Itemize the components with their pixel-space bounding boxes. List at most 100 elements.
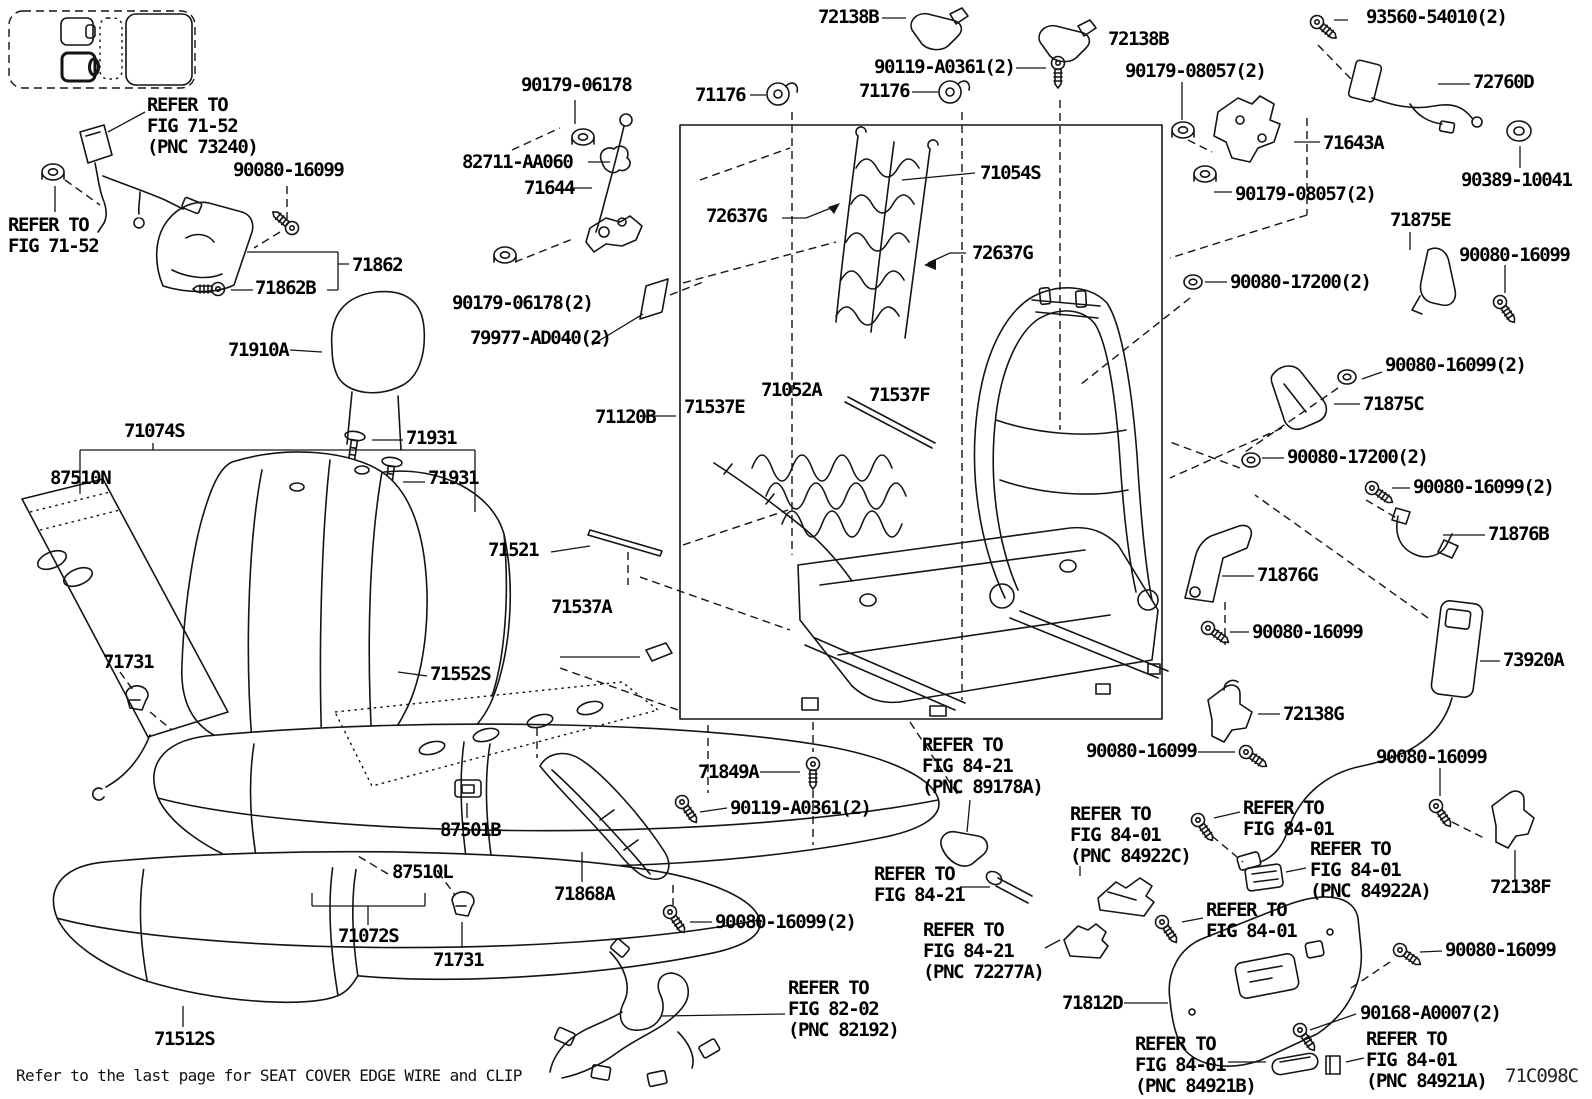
assembly-box — [680, 125, 1162, 719]
part-71731-b: 71731 — [433, 949, 485, 971]
part-71537A: 71537A — [551, 596, 613, 618]
part-71054S: 71054S — [980, 162, 1042, 184]
refer-fig8421-72277A: REFER TO FIG 84-21 (PNC 72277A) — [923, 919, 1045, 983]
refer-fig8401-b: REFER TO FIG 84-01 — [1206, 899, 1298, 942]
small-parts-bottom-right — [941, 810, 1426, 1076]
refer-fig8401-84921A: REFER TO FIG 84-01 (PNC 84921A) — [1366, 1028, 1488, 1092]
part-71868A: 71868A — [554, 883, 616, 905]
part-72760D: 72760D — [1473, 71, 1535, 93]
refer-fig8401-84921B: REFER TO FIG 84-01 (PNC 84921B) — [1135, 1033, 1257, 1097]
part-71849A: 71849A — [698, 761, 760, 783]
part-72637G-a: 72637G — [706, 205, 768, 227]
part-71644: 71644 — [524, 177, 576, 199]
clip-71731b-drawing — [452, 892, 474, 916]
refer-fig8421: REFER TO FIG 84-21 — [874, 863, 966, 906]
part-71910A: 71910A — [228, 339, 290, 361]
part-90179-06178: 90179-06178 — [521, 74, 633, 96]
refer-fig8421-89178A: REFER TO FIG 84-21 (PNC 89178A) — [922, 734, 1044, 798]
part-90179-08057-b: 90179-08057(2) — [1235, 183, 1377, 205]
bracket-72138G-drawing — [1208, 680, 1252, 742]
cover-71875C-drawing — [1271, 366, 1326, 429]
bracket-84922C-drawing — [1098, 878, 1154, 916]
part-90080-17200-b: 90080-17200(2) — [1287, 446, 1429, 468]
part-71052A: 71052A — [761, 379, 823, 401]
figure-code: 71C098C — [1505, 1065, 1579, 1087]
rod-71521-drawing — [588, 530, 662, 556]
part-71537F: 71537F — [869, 384, 931, 406]
bracket-72277A-drawing — [1064, 924, 1108, 958]
seatback-spring-drawing — [836, 127, 938, 338]
knob-84921B-drawing — [1271, 1052, 1319, 1076]
cover-71875E-drawing — [1412, 248, 1455, 314]
recliner-cable-drawing — [493, 114, 668, 319]
part-90080-16099-d: 90080-16099 — [1086, 740, 1198, 762]
cushion-shield-drawing — [540, 754, 669, 880]
part-71072S: 71072S — [338, 925, 400, 947]
part-71074S: 71074S — [124, 420, 186, 442]
part-90080-16099-c: 90080-16099 — [1252, 621, 1364, 643]
part-71537E: 71537E — [684, 396, 746, 418]
part-90179-06178-2: 90179-06178(2) — [452, 292, 594, 314]
part-79977-AD040-2: 79977-AD040(2) — [470, 327, 612, 349]
refer-fig8202-82192: REFER TO FIG 82-02 (PNC 82192) — [788, 977, 900, 1041]
buckle-switch-drawing — [941, 832, 987, 866]
construction-lines — [65, 45, 1484, 990]
clip-71537A-drawing — [646, 643, 672, 661]
footer-note: Refer to the last page for SEAT COVER ED… — [16, 1066, 522, 1085]
part-87501B: 87501B — [440, 819, 502, 841]
small-parts-right — [1185, 366, 1534, 871]
part-71931-a: 71931 — [406, 427, 458, 449]
clip-84921A-drawing — [1326, 1056, 1340, 1074]
refer-fig7152: REFER TO FIG 71-52 — [8, 214, 100, 257]
part-90080-16099-2b: 90080-16099(2) — [1413, 476, 1555, 498]
switch-84922A-drawing — [1245, 864, 1284, 892]
seat-cushion-lower-drawing — [54, 852, 761, 1003]
refer-fig8401-a: REFER TO FIG 84-01 — [1243, 797, 1335, 840]
part-71176-b: 71176 — [859, 80, 911, 102]
part-71552S: 71552S — [430, 663, 492, 685]
recliner-cover-drawing — [157, 202, 302, 297]
small-parts-top — [767, 8, 1531, 328]
part-72138B-a: 72138B — [818, 6, 880, 28]
part-71176-a: 71176 — [695, 84, 747, 106]
part-71643A: 71643A — [1323, 132, 1385, 154]
part-93560-54010-2: 93560-54010(2) — [1366, 6, 1508, 28]
seatback-heater-drawing — [22, 479, 228, 800]
refer-fig7152-pnc73240: REFER TO FIG 71-52 (PNC 73240) — [147, 94, 259, 158]
cushion-frame-drawing — [798, 528, 1168, 716]
clip-71731a-drawing — [126, 686, 148, 710]
part-90080-16099-a: 90080-16099 — [233, 159, 345, 181]
vehicle-plan-inset — [9, 11, 195, 88]
cushion-heater-drawing — [335, 682, 658, 797]
part-71862B: 71862B — [255, 277, 317, 299]
part-71931-b: 71931 — [428, 467, 480, 489]
headrest-drawing — [332, 292, 425, 494]
part-90168-A0007-2: 90168-A0007(2) — [1360, 1002, 1502, 1024]
lever-71876G-drawing — [1185, 525, 1251, 602]
part-71875E: 71875E — [1390, 209, 1452, 231]
part-90080-16099-f: 90080-16099 — [1445, 939, 1557, 961]
part-90080-17200-a: 90080-17200(2) — [1230, 271, 1372, 293]
part-90080-16099-b: 90080-16099 — [1459, 244, 1571, 266]
seat-cushion-upper-drawing — [154, 724, 939, 891]
seatback-frame-drawing — [974, 288, 1158, 610]
refer-fig8401-84922A: REFER TO FIG 84-01 (PNC 84922A) — [1310, 838, 1432, 902]
part-90119-A0361-a: 90119-A0361(2) — [874, 56, 1016, 78]
part-72138G: 72138G — [1283, 703, 1345, 725]
part-87510N: 87510N — [50, 467, 112, 489]
part-90389-10041: 90389-10041 — [1461, 169, 1573, 191]
part-71521: 71521 — [488, 539, 540, 561]
part-72637G-b: 72637G — [972, 242, 1034, 264]
bracket-71643A-drawing — [1214, 96, 1280, 162]
part-71731-a: 71731 — [103, 651, 155, 673]
part-90119-A0361-b: 90119-A0361(2) — [730, 797, 872, 819]
part-72138B-b: 72138B — [1108, 28, 1170, 50]
cushion-spring-drawing — [714, 397, 935, 581]
wire-harness-drawing — [550, 938, 720, 1086]
refer-fig8401-84922C: REFER TO FIG 84-01 (PNC 84922C) — [1070, 803, 1192, 867]
part-71876G: 71876G — [1257, 564, 1319, 586]
part-72138F: 72138F — [1490, 876, 1552, 898]
